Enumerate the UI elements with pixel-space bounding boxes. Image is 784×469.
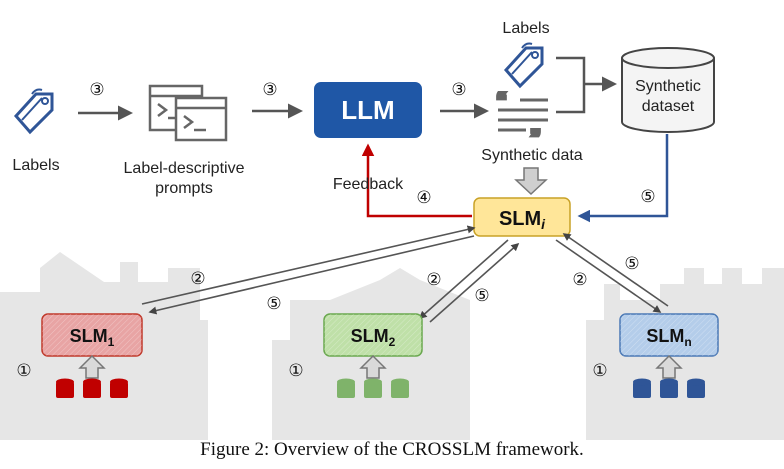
tag-icon-right	[503, 42, 544, 89]
database-icons-blue	[633, 378, 705, 398]
prompts-text-line2: prompts	[155, 180, 213, 197]
slm-1-group: SLM1 ①	[16, 313, 143, 398]
arrow-synthetic-to-slm-i	[514, 167, 548, 196]
svg-text:SLM1: SLM1	[70, 326, 115, 349]
step-5-badge: ⑤	[624, 254, 639, 274]
arrow-slm-n-to-slm-i	[562, 233, 669, 307]
step-2-badge: ②	[572, 270, 587, 290]
svg-text:SLM2: SLM2	[351, 326, 396, 349]
svg-text:”: ”	[530, 125, 541, 150]
svg-text:SLMi: SLMi	[499, 208, 546, 232]
slm-i-sub: i	[541, 216, 546, 232]
synthetic-data-icon: “ ”	[495, 87, 548, 152]
tag-icon-left	[13, 88, 54, 135]
slm-i-box: SLMi	[473, 197, 571, 237]
prompt-window-icon	[148, 84, 228, 142]
step-1-badge: ①	[16, 361, 31, 381]
svg-text:“: “	[496, 88, 507, 113]
arrow-slm-1-to-slm-i	[141, 225, 476, 305]
database-icons-green	[337, 378, 409, 398]
slm-2-base: SLM	[351, 326, 389, 346]
slm-i-base: SLM	[499, 208, 541, 230]
slm-n-sub: n	[684, 335, 691, 349]
arrow-slm-i-to-slm-1	[148, 235, 475, 315]
labels-right-text: Labels	[502, 20, 549, 37]
llm-box: LLM	[314, 82, 422, 138]
step-2-badge: ②	[190, 269, 205, 289]
arrow-slm-i-to-slm-2	[418, 239, 509, 320]
figure-caption: Figure 2: Overview of the CROSSLM framew…	[200, 439, 584, 460]
step-3-badge: ③	[451, 80, 466, 100]
prompts-text-line1: Label-descriptive	[124, 160, 245, 177]
step-5-badge: ⑤	[266, 294, 281, 314]
merge-lines	[556, 56, 617, 114]
synthetic-data-text: Synthetic data	[481, 147, 583, 164]
step-1-badge: ①	[592, 361, 607, 381]
step-3-badge: ③	[262, 80, 277, 100]
dataset-text-line2: dataset	[642, 98, 695, 115]
slm-n-group: SLMn ①	[592, 313, 719, 398]
step-2-badge: ②	[426, 270, 441, 290]
slm-n-base: SLM	[646, 326, 684, 346]
step-5-badge: ⑤	[474, 286, 489, 306]
arrow-slm-2-to-slm-i	[429, 242, 520, 323]
dataset-text-line1: Synthetic	[635, 78, 701, 95]
slm-2-sub: 2	[389, 335, 396, 349]
database-icons-red	[56, 378, 128, 398]
step-4-badge: ④	[416, 188, 431, 208]
feedback-text: Feedback	[333, 176, 404, 193]
llm-text: LLM	[341, 95, 394, 125]
synthetic-dataset-cylinder: Synthetic dataset	[621, 47, 715, 133]
slm-2-group: SLM2 ①	[288, 313, 423, 398]
arrow-feedback-to-llm	[361, 143, 472, 218]
step-1-badge: ①	[288, 361, 303, 381]
arrow-dataset-to-slm-i	[577, 134, 669, 223]
labels-left-text: Labels	[12, 157, 59, 174]
slm-1-base: SLM	[70, 326, 108, 346]
arrow-slm-i-to-slm-n	[555, 239, 662, 313]
svg-text:SLMn: SLMn	[646, 326, 691, 349]
slm-1-sub: 1	[108, 335, 115, 349]
step-3-badge: ③	[89, 80, 104, 100]
step-5-badge: ⑤	[640, 187, 655, 207]
